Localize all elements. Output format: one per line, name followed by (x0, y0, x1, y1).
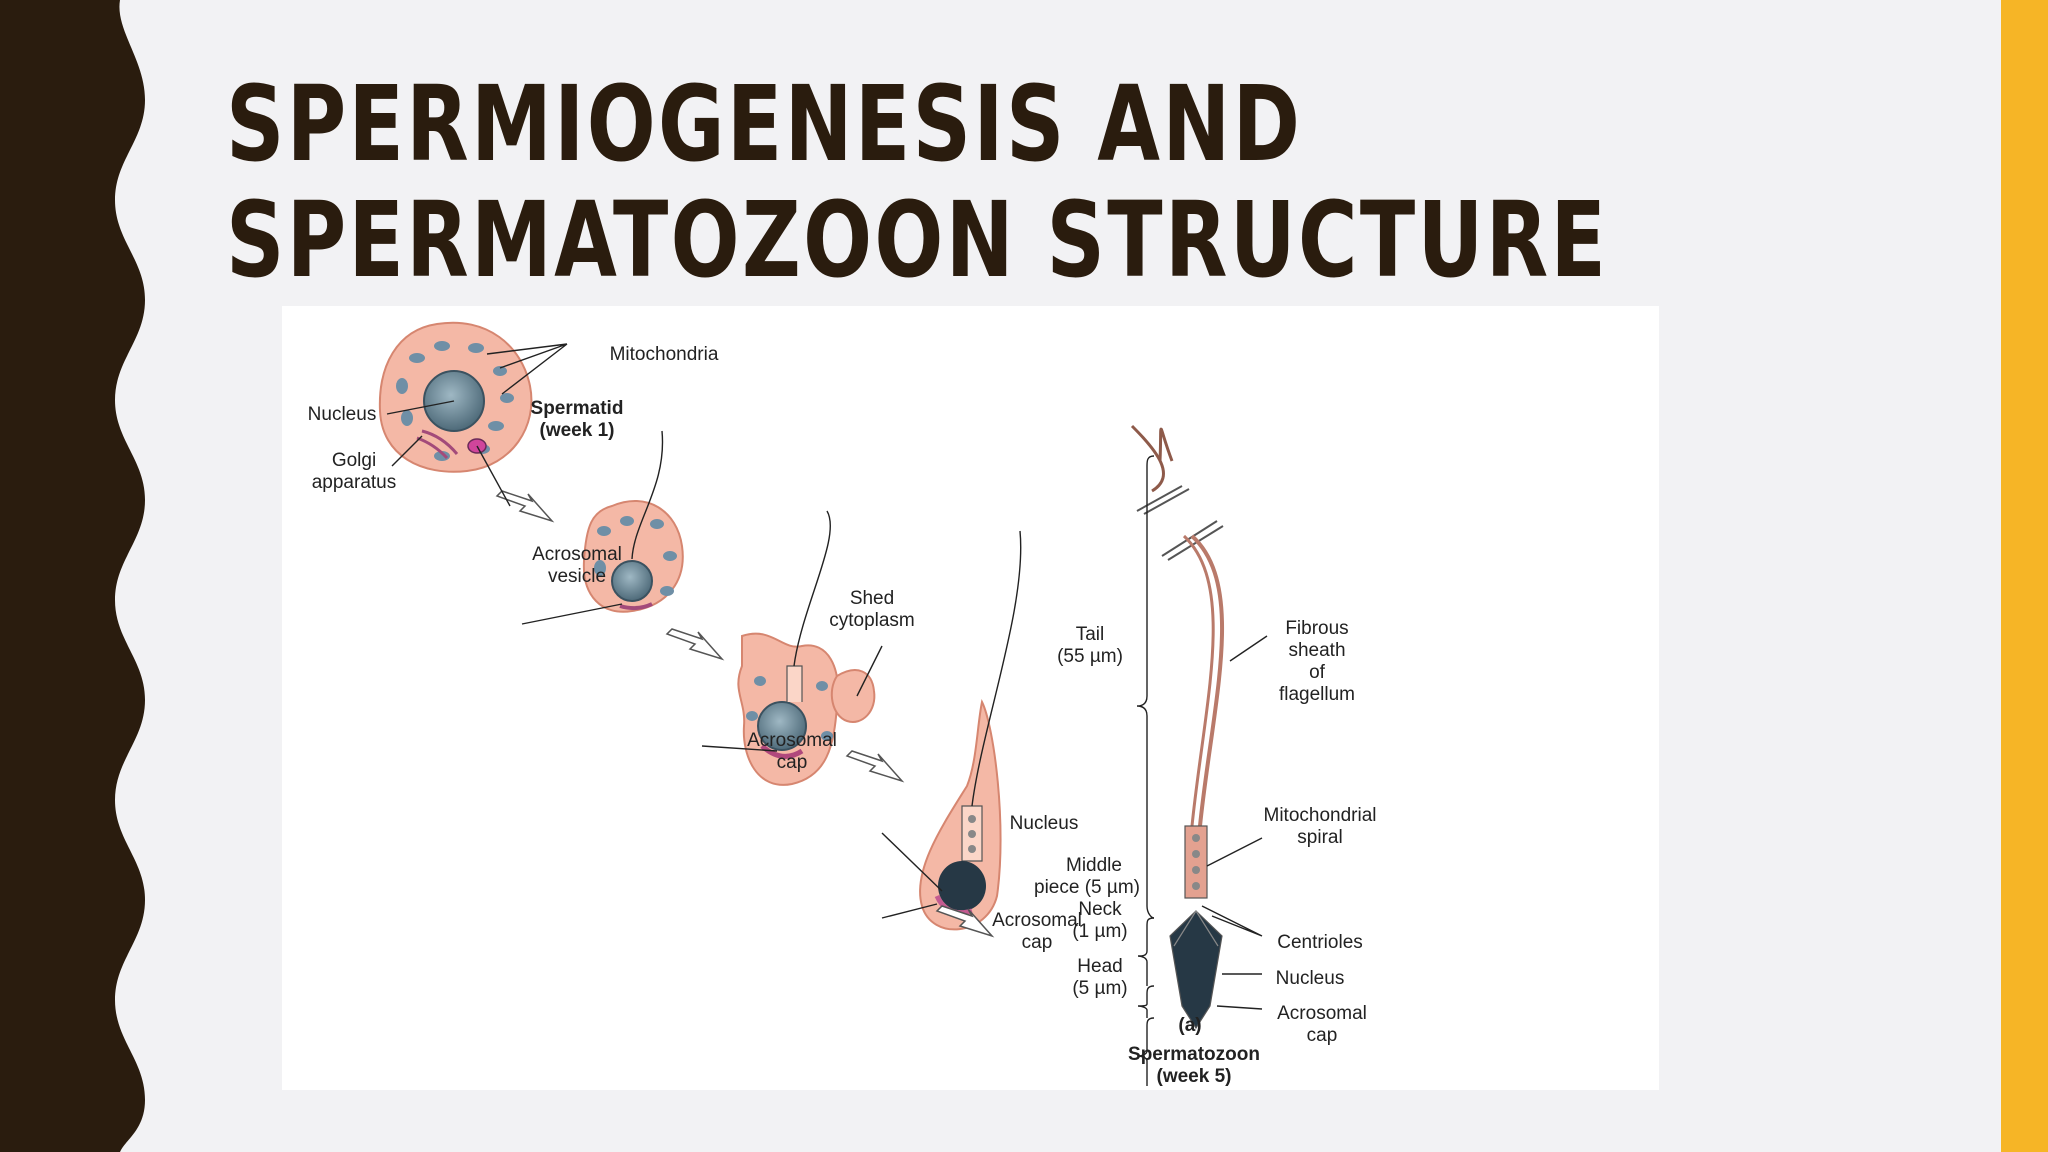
label-sheath: sheath (1288, 640, 1345, 661)
spermatid-cell-3 (737, 510, 839, 786)
label-panel-a: (a) (1178, 1015, 1201, 1036)
right-accent-band (2001, 0, 2048, 1152)
label-nucleus-3: Nucleus (1276, 968, 1345, 989)
label-spermatozoon: Spermatozoon (1128, 1044, 1260, 1065)
label-acrosomal-vesicle: Acrosomal (532, 544, 622, 565)
shed-cytoplasm (830, 669, 876, 723)
label-head-length: (5 µm) (1072, 978, 1127, 999)
label-mitochondrial: Mitochondrial (1264, 805, 1377, 826)
label-golgi-apparatus: apparatus (312, 472, 397, 493)
label-shed-cytoplasm: Shed (850, 588, 894, 609)
label-nucleus-1: Nucleus (308, 404, 377, 425)
label-acrosomal-cap-a: Acrosomal (747, 730, 837, 751)
label-middle-piece: piece (5 µm) (1034, 877, 1140, 898)
label-tail-length: (55 µm) (1057, 646, 1123, 667)
label-spermatozoon-week: (week 5) (1157, 1066, 1232, 1087)
spermatid-cell-4 (919, 530, 1022, 931)
label-nucleus-2: Nucleus (1010, 813, 1079, 834)
label-spermatid-week: (week 1) (540, 420, 615, 441)
label-acrosomal-cap-c-2: cap (1307, 1025, 1338, 1046)
wavy-left-band (0, 0, 145, 1152)
label-centrioles: Centrioles (1277, 932, 1363, 953)
label-spiral: spiral (1297, 827, 1342, 848)
label-fibrous: Fibrous (1285, 618, 1348, 639)
title-line-1: SPERMIOGENESIS AND (226, 63, 1303, 185)
label-acrosomal-cap-b-2: cap (1022, 932, 1053, 953)
middle-piece-brace (1137, 917, 1155, 986)
slide-title: SPERMIOGENESIS AND SPERMATOZOON STRUCTUR… (226, 66, 1608, 298)
label-golgi: Golgi (332, 450, 376, 471)
head-brace (1137, 1017, 1155, 1086)
label-acrosomal-cap-a-2: cap (777, 752, 808, 773)
arrow-2 (665, 628, 725, 661)
label-acrosomal-vesicle-2: vesicle (548, 566, 606, 587)
diagram-labels: Mitochondria Nucleus Spermatid (week 1) … (308, 344, 1377, 1087)
arrow-1 (495, 490, 555, 523)
label-acrosomal-cap-c: Acrosomal (1277, 1003, 1367, 1024)
label-spermatid: Spermatid (531, 398, 624, 419)
spermiogenesis-diagram: Mitochondria Nucleus Spermatid (week 1) … (308, 321, 1377, 1087)
label-neck: Neck (1078, 899, 1122, 920)
label-middle: Middle (1066, 855, 1122, 876)
label-of: of (1309, 662, 1326, 683)
neck-brace (1137, 985, 1155, 1018)
spermatid-cell (378, 321, 533, 473)
label-head: Head (1077, 956, 1122, 977)
spermiogenesis-figure: Mitochondria Nucleus Spermatid (week 1) … (282, 306, 1659, 1090)
arrow-3 (845, 750, 905, 783)
spermatid-cell-2 (582, 430, 684, 613)
label-flagellum: flagellum (1279, 684, 1355, 705)
label-acrosomal-cap-b: Acrosomal (992, 910, 1082, 931)
label-tail: Tail (1076, 624, 1105, 645)
title-line-2: SPERMATOZOON STRUCTURE (226, 179, 1609, 301)
spermatozoon (1130, 424, 1224, 1030)
label-shed-cytoplasm-2: cytoplasm (829, 610, 915, 631)
label-mitochondria: Mitochondria (610, 344, 719, 365)
label-neck-length: (1 µm) (1072, 921, 1127, 942)
arrow-4 (935, 905, 995, 938)
tail-brace (1136, 455, 1155, 919)
